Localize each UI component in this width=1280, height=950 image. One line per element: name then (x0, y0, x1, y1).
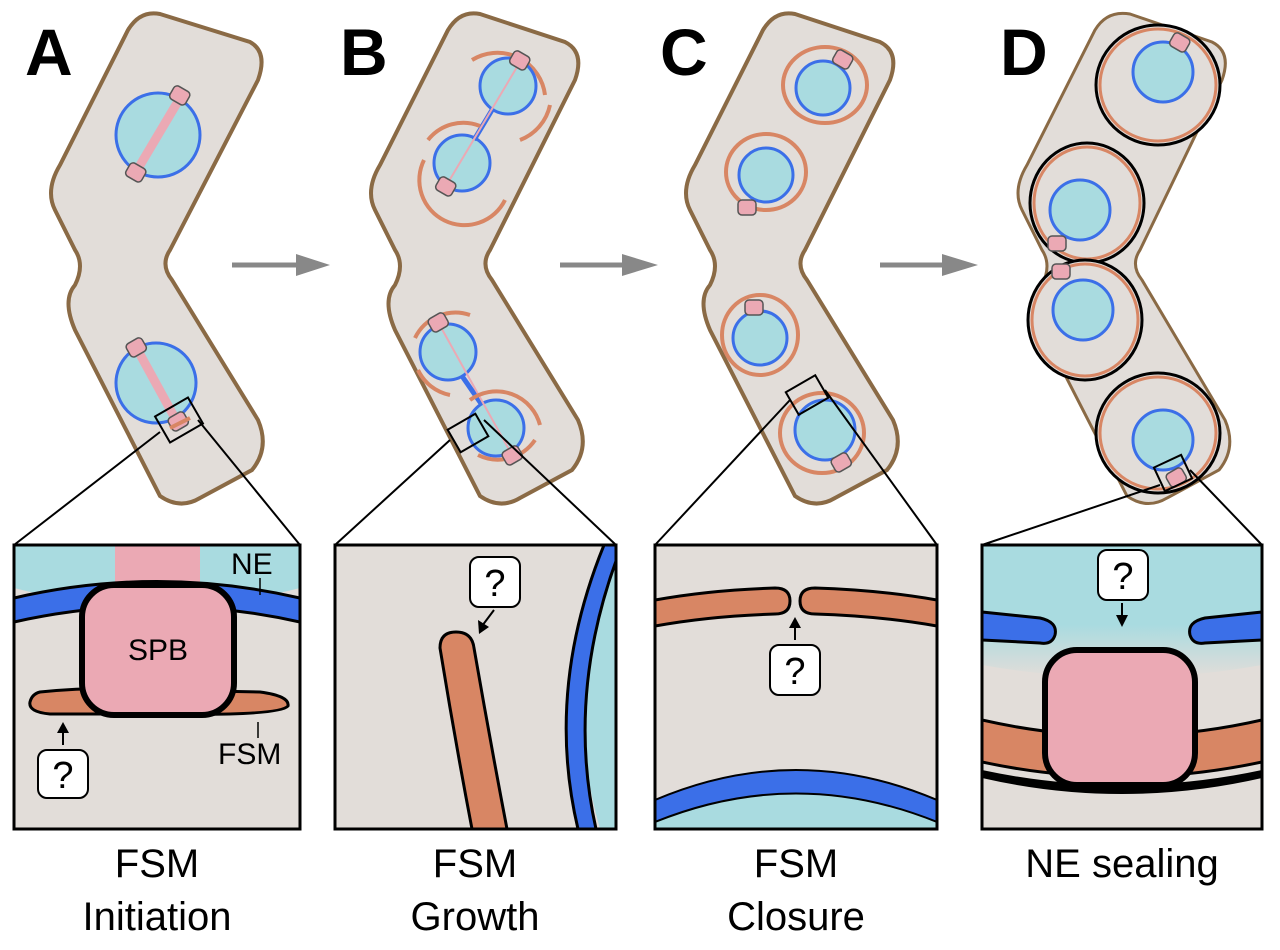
caption-a-line2: Initiation (83, 895, 232, 939)
caption-c-line2: Closure (727, 895, 865, 939)
caption-d-line1: NE sealing (1025, 842, 1218, 886)
panel-letter-c: C (660, 15, 708, 89)
arrow-b-to-c (560, 254, 658, 276)
zoom-panel-a: NE SPB FSM ? (12, 543, 302, 831)
caption-c-line1: FSM (754, 842, 838, 886)
caption-b-line2: Growth (411, 895, 540, 939)
caption-a-line1: FSM (115, 842, 199, 886)
panel-letter-d: D (1000, 15, 1048, 89)
question-d: ? (1112, 556, 1133, 598)
fsm-label: FSM (218, 738, 281, 771)
zoom-panel-d: ? (980, 543, 1264, 831)
panel-letter-a: A (25, 15, 73, 89)
cell-d (1016, 11, 1232, 505)
ne-label: NE (231, 548, 273, 581)
arrow-c-to-d (880, 254, 978, 276)
zoom-panel-b: ? (333, 543, 618, 831)
question-c: ? (784, 651, 805, 693)
spb-label: SPB (128, 634, 188, 667)
arrow-a-to-b (232, 254, 330, 276)
cell-b (369, 11, 585, 506)
zoom-panel-c: ? (653, 543, 939, 831)
panel-letter-b: B (340, 15, 388, 89)
question-b: ? (484, 563, 505, 605)
caption-b-line1: FSM (433, 842, 517, 886)
cell-a (49, 11, 265, 506)
question-a: ? (52, 755, 73, 797)
cell-c (684, 11, 900, 506)
